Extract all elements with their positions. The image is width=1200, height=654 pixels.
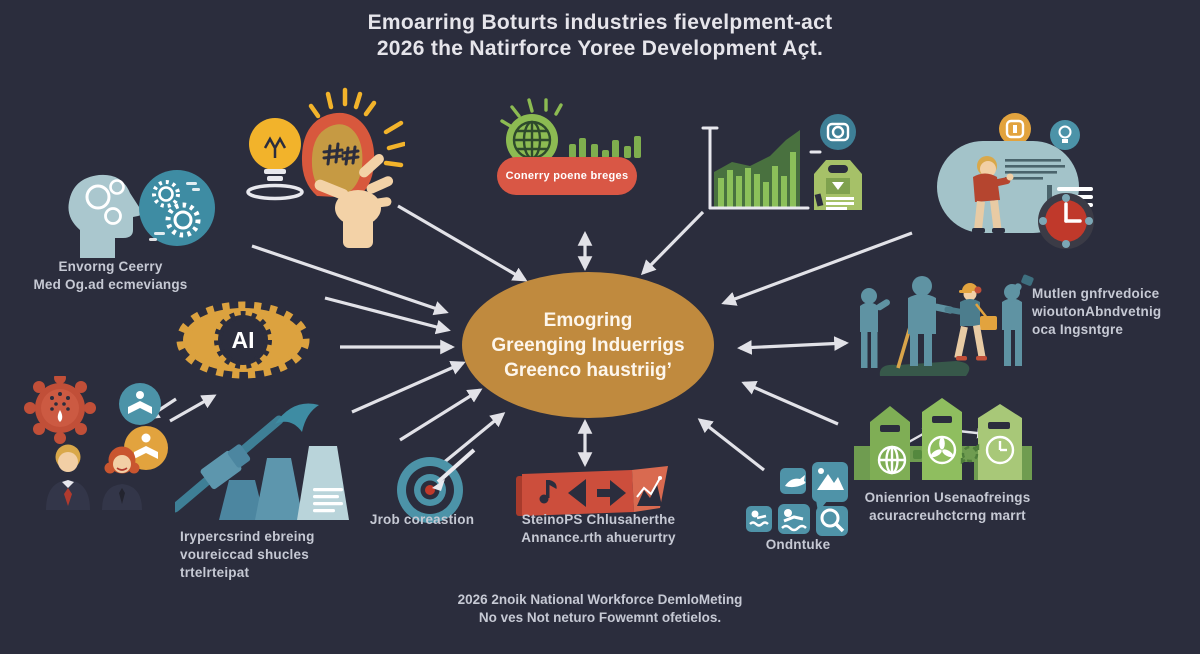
head-gears-icon bbox=[68, 170, 215, 258]
hand bbox=[314, 153, 394, 248]
bulb-circle-icon bbox=[1050, 120, 1080, 150]
label-workforce: Mutlen gnfrvedoice wioutonAbndvetnig oca… bbox=[1032, 286, 1162, 337]
label-factories: Onienrion Usenaofreings acuracreuhctcrng… bbox=[864, 490, 1031, 523]
clock-badge-icon bbox=[985, 435, 1015, 465]
label-banner: SteinoPS Chlusaherthe Annance.rth ahueru… bbox=[521, 512, 676, 545]
worker-woman bbox=[944, 283, 997, 361]
cooling-towers-icon bbox=[175, 403, 349, 520]
title-line2: 2026 the Natirforce Yoree Development Aç… bbox=[376, 37, 824, 60]
mini-chart-icon bbox=[636, 476, 662, 506]
music-note-icon bbox=[539, 480, 557, 504]
training-blob-icon bbox=[937, 113, 1094, 249]
central-ellipse: Emogring Greenging Induerrigs Greenco ha… bbox=[462, 272, 714, 418]
growth-chart-icon bbox=[701, 114, 862, 210]
community-cluster-icon bbox=[24, 376, 168, 510]
bar-chart-small bbox=[569, 136, 641, 158]
label-towers: Irypercsrind ebreing voureiccad shucles … bbox=[180, 529, 315, 580]
lightbulb-hand-icon bbox=[246, 87, 405, 248]
rays bbox=[308, 87, 405, 168]
workers-group-icon bbox=[860, 274, 1034, 376]
footer-caption: 2026 2noik National Workforce DemloMetin… bbox=[0, 591, 1200, 627]
swimmer-tile-icon bbox=[746, 506, 772, 532]
globe-bars-icon bbox=[500, 98, 641, 164]
avatar-man bbox=[46, 444, 90, 510]
clock-icon bbox=[1038, 193, 1094, 249]
factory-icon bbox=[854, 398, 1032, 480]
target-icon bbox=[397, 448, 476, 523]
ai-label: AI bbox=[232, 327, 255, 353]
center-line2: Greenging Induerrigs bbox=[491, 334, 685, 356]
ai-gear-icon: AI bbox=[176, 301, 310, 379]
center-line1: Emogring bbox=[543, 309, 633, 331]
recycle-badge-icon bbox=[960, 443, 980, 465]
label-social: Ondntuke bbox=[765, 537, 831, 552]
turbine-badge-icon bbox=[927, 435, 957, 465]
avatar-woman bbox=[102, 446, 142, 510]
pill-label: Conerry poene breges bbox=[505, 170, 629, 182]
walking-person bbox=[972, 156, 1014, 233]
footer-line2: No ves Not neturo Fowemnt ofetielos. bbox=[478, 610, 722, 625]
label-mind: Envorng Ceerry Med Og.ad ecmeviangs bbox=[33, 259, 188, 292]
label-target: Jrob coreastion bbox=[369, 512, 475, 527]
top-pill-banner: Conerry poene breges bbox=[497, 157, 637, 195]
vest-icon bbox=[814, 160, 862, 210]
globe-badge-icon bbox=[877, 445, 907, 475]
camera-icon bbox=[820, 114, 856, 150]
center-line3: Greenco haustriig’ bbox=[504, 359, 672, 381]
page-title: Emoarring Boturts industries fievelpment… bbox=[0, 10, 1200, 62]
media-banner-icon bbox=[516, 466, 668, 516]
social-tiles-icon bbox=[746, 462, 848, 536]
left-arrow-icon bbox=[568, 479, 586, 507]
right-arrow-icon bbox=[597, 480, 626, 506]
title-line1: Emoarring Boturts industries fievelpment… bbox=[367, 11, 833, 34]
footer-line1: 2026 2noik National Workforce DemloMetin… bbox=[457, 592, 743, 607]
